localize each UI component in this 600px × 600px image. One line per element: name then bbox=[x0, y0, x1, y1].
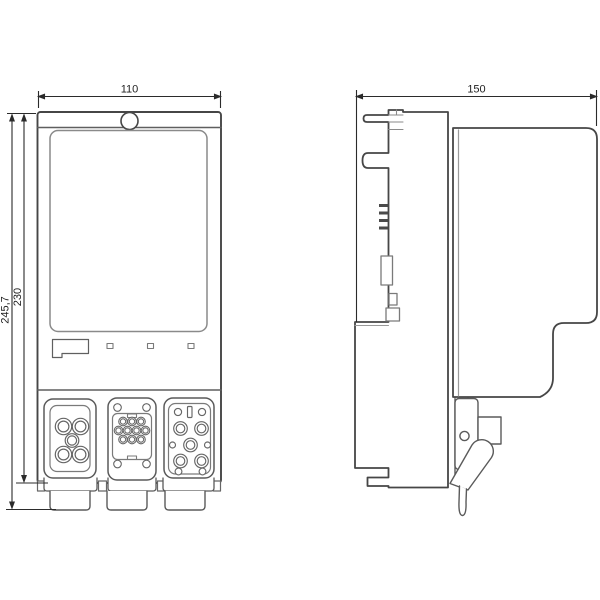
connector-tail bbox=[106, 490, 148, 511]
vent-fins bbox=[379, 204, 389, 230]
aux-hole bbox=[173, 407, 183, 417]
label-window bbox=[51, 338, 90, 359]
corner-hole bbox=[142, 403, 151, 412]
connector-tail bbox=[164, 490, 206, 511]
vent-fin bbox=[379, 226, 389, 230]
vent-fin bbox=[379, 219, 389, 222]
indicator-square bbox=[146, 342, 155, 350]
side-front-body bbox=[452, 127, 598, 398]
connector-tail bbox=[49, 490, 91, 511]
aux-ring bbox=[196, 456, 207, 466]
vent-fin bbox=[379, 204, 389, 207]
latch-spike bbox=[458, 485, 468, 517]
arrowhead bbox=[9, 113, 15, 122]
pin-contact bbox=[128, 418, 136, 425]
contact-ring bbox=[57, 420, 70, 433]
connector-middle bbox=[107, 397, 157, 481]
aux-hole bbox=[203, 441, 212, 449]
aux-hole bbox=[198, 467, 207, 476]
corner-holes bbox=[113, 403, 151, 469]
aux-hole bbox=[197, 407, 207, 417]
arrowhead bbox=[213, 93, 223, 100]
indicator-square bbox=[187, 342, 195, 350]
front-view bbox=[36, 111, 222, 511]
arrowhead bbox=[589, 93, 599, 100]
rear-box-protrusion bbox=[380, 255, 394, 286]
mounting-block-details bbox=[387, 109, 404, 131]
corner-hole bbox=[113, 403, 122, 412]
arrowhead bbox=[354, 93, 364, 100]
dim-label-side-depth: 150 bbox=[467, 84, 485, 96]
contact-ring bbox=[74, 448, 87, 461]
side-rear-outline bbox=[354, 109, 449, 489]
mounting-hole bbox=[120, 111, 139, 131]
dim-front-heights: 245,7 230 bbox=[0, 112, 56, 511]
contact-rings bbox=[54, 417, 90, 464]
aux-contacts bbox=[168, 405, 212, 476]
indicator-squares bbox=[106, 342, 195, 350]
aux-ring bbox=[196, 423, 207, 434]
aux-hole bbox=[174, 467, 183, 476]
dim-side-depth: 150 bbox=[354, 84, 599, 322]
aux-ring bbox=[175, 423, 186, 434]
key-slot bbox=[186, 405, 193, 419]
arrowhead bbox=[21, 474, 27, 484]
connector-left-insert bbox=[49, 404, 91, 473]
connector-base bbox=[43, 477, 98, 492]
contact-ring bbox=[66, 435, 78, 446]
din-rail-clip bbox=[385, 292, 401, 322]
contact-ring bbox=[74, 420, 87, 433]
dim-label-height-overall: 245,7 bbox=[0, 296, 12, 324]
pin-contact bbox=[133, 427, 140, 434]
corner-hole bbox=[113, 459, 122, 469]
pin-contact bbox=[128, 436, 136, 443]
arrowhead bbox=[21, 113, 27, 122]
pin-contact bbox=[119, 418, 127, 425]
aux-hole bbox=[168, 441, 177, 449]
front-inner-face bbox=[49, 129, 208, 333]
arrowhead bbox=[9, 501, 15, 510]
vent-fin bbox=[379, 211, 389, 215]
release-latch bbox=[449, 390, 502, 517]
connector-base bbox=[162, 477, 215, 492]
clip-slider bbox=[388, 292, 398, 306]
pin-contact bbox=[124, 427, 131, 434]
pin-contacts bbox=[113, 416, 151, 445]
dimensions: 110 245,7 230 150 bbox=[0, 84, 599, 511]
aux-ring bbox=[185, 440, 196, 450]
connector-right bbox=[163, 397, 215, 479]
dim-label-front-width: 110 bbox=[121, 84, 139, 96]
aux-ring bbox=[175, 456, 186, 466]
connector-right-insert bbox=[167, 402, 212, 475]
insert-key-notch bbox=[126, 455, 138, 461]
latch-lever bbox=[449, 438, 494, 491]
latch-pivot bbox=[459, 430, 470, 442]
pin-contact bbox=[142, 427, 149, 434]
pin-contact bbox=[137, 436, 145, 443]
dim-label-height-body: 230 bbox=[12, 288, 24, 306]
clip-body bbox=[385, 307, 401, 322]
connector-left bbox=[43, 398, 97, 479]
base-tab bbox=[97, 480, 108, 492]
pin-contact bbox=[119, 436, 127, 443]
arrowhead bbox=[36, 93, 46, 100]
indicator-square bbox=[106, 342, 114, 350]
corner-hole bbox=[142, 459, 151, 469]
contact-ring bbox=[57, 448, 70, 461]
dim-front-width: 110 bbox=[36, 84, 223, 108]
pin-contact bbox=[115, 427, 122, 434]
connector-bases bbox=[36, 477, 222, 511]
pin-contact bbox=[137, 418, 145, 425]
side-view bbox=[354, 109, 598, 517]
